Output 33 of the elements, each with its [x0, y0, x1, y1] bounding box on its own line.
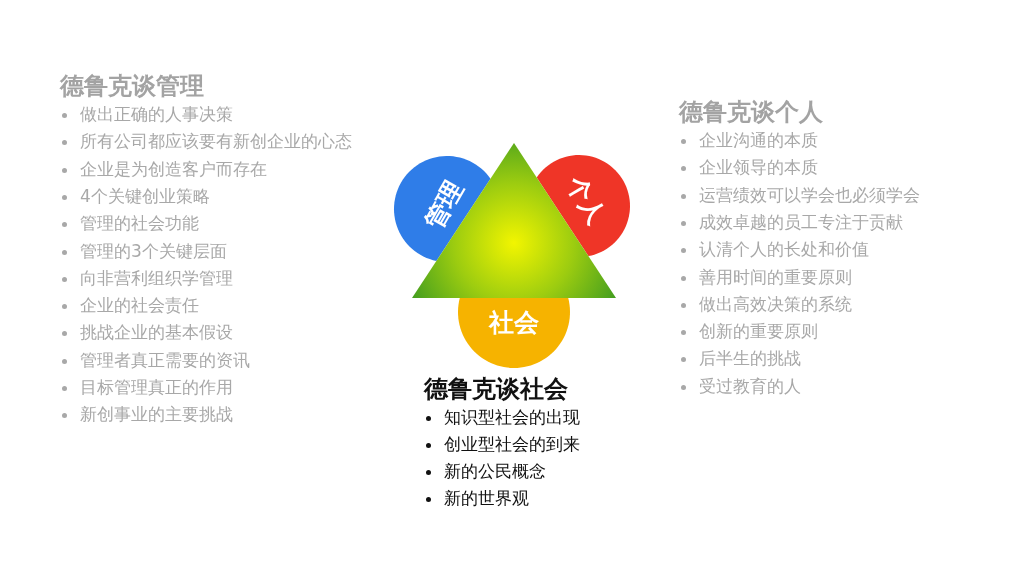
list-item: 管理的3个关键层面 [80, 239, 227, 263]
list-item: 企业沟通的本质 [699, 129, 818, 152]
list-item: 新的世界观 [444, 487, 529, 510]
list-item: 4个关键创业策略 [80, 184, 210, 208]
list-item: 管理的社会功能 [80, 212, 199, 236]
list-item: 企业的社会责任 [80, 294, 199, 318]
circle-label: 个人 [559, 170, 613, 230]
list-item: 认清个人的长处和价值 [699, 238, 869, 262]
section-heading: 德鲁克谈管理 [60, 71, 204, 102]
list-item: 挑战企业的基本假设 [80, 321, 233, 345]
circle-label: 管理 [417, 175, 471, 235]
section-heading: 德鲁克谈社会 [424, 374, 568, 405]
list-item: 善用时间的重要原则 [699, 265, 852, 289]
list-item: 成效卓越的员工专注于贡献 [699, 210, 903, 234]
list-item: 所有公司都应该要有新创企业的心态 [80, 130, 352, 154]
list-item: 创新的重要原则 [699, 320, 818, 344]
list-item: 新的公民概念 [444, 460, 546, 483]
list-item: 做出高效决策的系统 [699, 292, 852, 316]
list-item: 后半生的挑战 [699, 347, 801, 371]
list-item: 向非营利组织学管理 [80, 266, 233, 290]
list-item: 知识型社会的出现 [444, 406, 580, 429]
list-item: 新创事业的主要挑战 [80, 403, 233, 427]
list-item: 运营绩效可以学会也必须学会 [699, 183, 920, 207]
list-item: 管理者真正需要的资讯 [80, 348, 250, 372]
list-item: 受过教育的人 [699, 374, 801, 398]
list-item: 目标管理真正的作用 [80, 376, 233, 399]
list-item: 创业型社会的到来 [444, 433, 580, 456]
section-heading: 德鲁克谈个人 [679, 97, 823, 128]
triangle-shape [412, 143, 616, 298]
list-item: 企业领导的本质 [699, 156, 818, 180]
list-item: 企业是为创造客户而存在 [80, 157, 267, 181]
circle-label: 社会 [489, 306, 539, 339]
list-item: 做出正确的人事决策 [80, 103, 233, 126]
